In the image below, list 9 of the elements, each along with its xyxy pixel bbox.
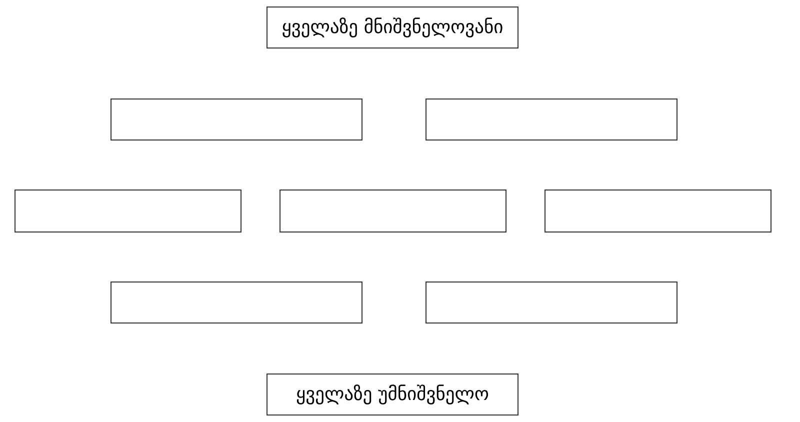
- empty-box: [110, 282, 362, 324]
- empty-box: [280, 190, 506, 232]
- empty-box: [110, 98, 362, 140]
- text-box: ყველაზე მნიშვნელოვანი: [266, 6, 518, 48]
- empty-box: [426, 98, 678, 140]
- text-box: ყველაზე უმნიშვნელო: [266, 374, 518, 416]
- empty-box: [426, 282, 678, 324]
- empty-box: [14, 190, 242, 232]
- empty-box: [544, 190, 772, 232]
